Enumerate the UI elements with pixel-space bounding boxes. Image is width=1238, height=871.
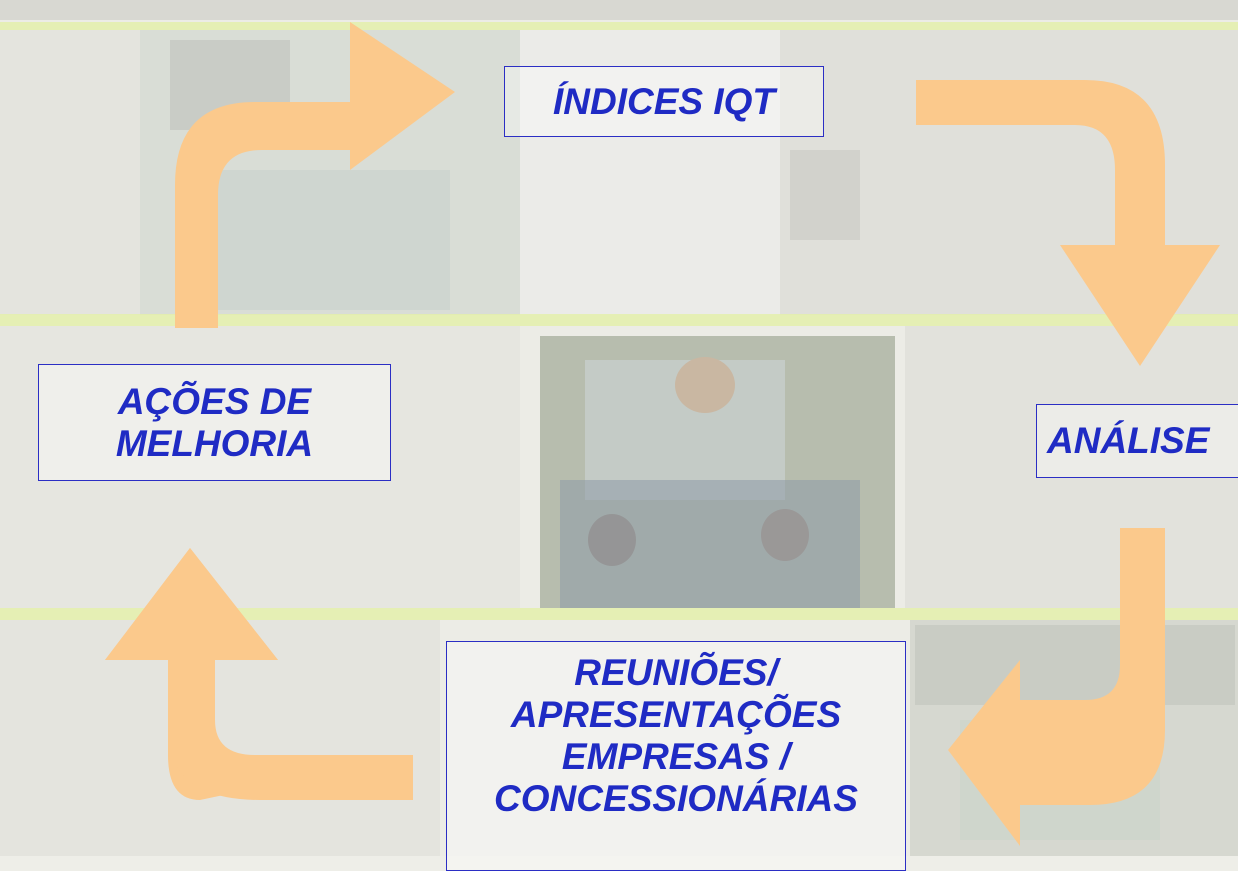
node-indices-label: ÍNDICES IQT	[552, 80, 776, 122]
node-reunioes-line-2: APRESENTAÇÕES	[510, 694, 842, 735]
node-acoes-line-2: MELHORIA	[115, 422, 314, 464]
arrow-indices-to-analise	[916, 80, 1220, 366]
node-acoes-line-1: AÇÕES DE	[117, 380, 312, 422]
arrow-acoes-to-indices	[175, 22, 455, 328]
node-indices-iqt: ÍNDICES IQT	[504, 66, 824, 137]
node-analise: ANÁLISE	[1036, 404, 1238, 478]
node-acoes-de-melhoria: AÇÕES DE MELHORIA	[38, 364, 391, 481]
node-reunioes: REUNIÕES/ APRESENTAÇÕES EMPRESAS / CONCE…	[446, 641, 906, 871]
node-reunioes-line-3: EMPRESAS /	[561, 736, 791, 777]
node-reunioes-line-4: CONCESSIONÁRIAS	[494, 778, 858, 819]
arrow-analise-to-reunioes	[948, 528, 1165, 846]
node-reunioes-line-1: REUNIÕES/	[574, 652, 778, 693]
node-analise-label: ANÁLISE	[1047, 420, 1210, 461]
